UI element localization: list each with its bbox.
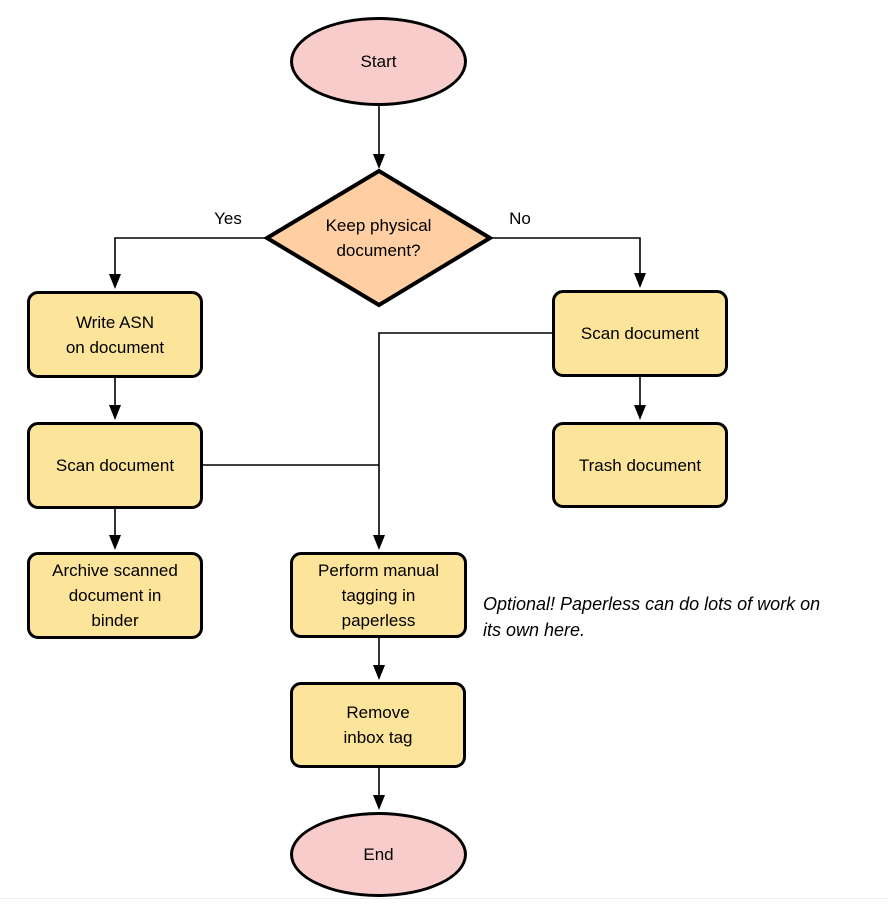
node-write-asn: Write ASN on document — [27, 291, 203, 378]
node-remove-inbox-tag: Remove inbox tag — [290, 682, 466, 768]
node-start-label: Start — [360, 52, 397, 71]
decision-diamond-shape — [263, 168, 494, 308]
bottom-hairline — [0, 898, 888, 899]
edge-label-yes: Yes — [214, 209, 242, 228]
node-end-label: End — [363, 845, 394, 864]
node-remove-inbox-tag-label: Remove inbox tag — [343, 703, 413, 747]
node-manual-tagging: Perform manual tagging in paperless — [290, 552, 467, 638]
optional-note: Optional! Paperless can do lots of work … — [483, 594, 821, 640]
edge-scan-right-to-tagging — [373, 332, 552, 550]
node-trash-document: Trash document — [552, 422, 728, 508]
node-scan-document-right-label: Scan document — [580, 324, 700, 343]
edge-decision-yes-to-write-asn — [109, 237, 267, 289]
node-start: Start — [290, 17, 467, 106]
edge-decision-no-to-scan-right — [490, 237, 646, 288]
node-write-asn-label: Write ASN on document — [65, 312, 165, 357]
node-archive-binder-label: Archive scanned document in binder — [52, 561, 178, 630]
node-trash-document-label: Trash document — [578, 455, 702, 475]
node-decision-label: Keep physical document? — [325, 216, 432, 260]
node-end: End — [290, 812, 467, 897]
node-scan-document-right: Scan document — [552, 290, 728, 377]
edge-label-no: No — [509, 209, 531, 228]
node-archive-binder: Archive scanned document in binder — [27, 552, 203, 639]
node-scan-document-left-label: Scan document — [55, 456, 175, 475]
node-manual-tagging-label: Perform manual tagging in paperless — [318, 560, 439, 630]
node-scan-document-left: Scan document — [27, 422, 203, 509]
